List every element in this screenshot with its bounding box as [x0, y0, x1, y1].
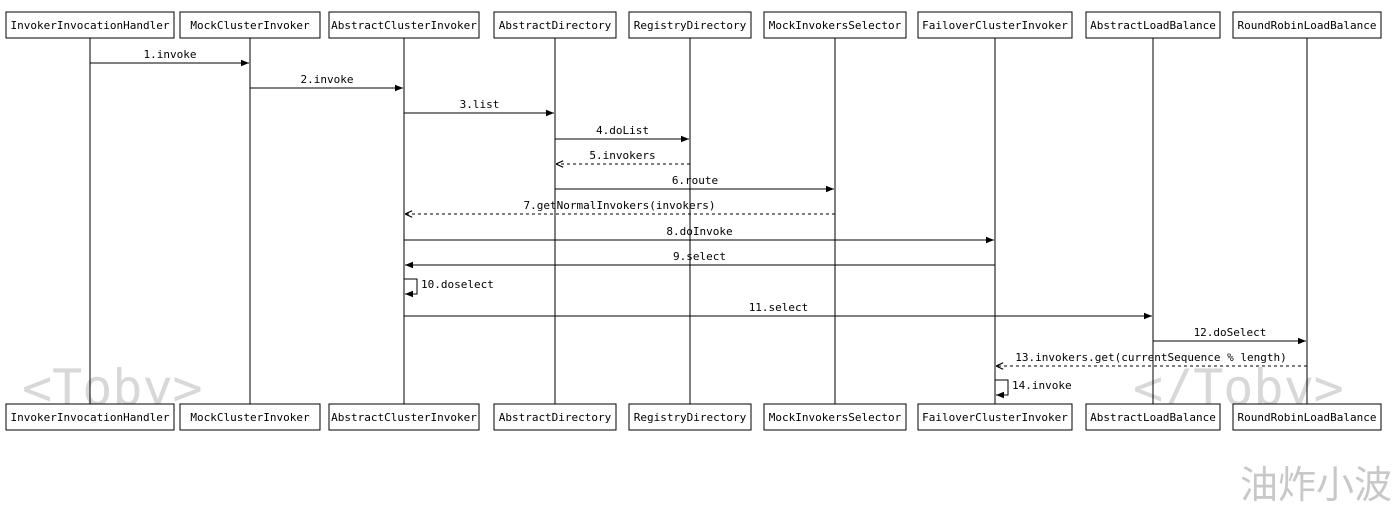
- message-label: 5.invokers: [589, 149, 655, 162]
- lifelines-group: [89, 38, 1308, 404]
- message-label: 12.doSelect: [1194, 326, 1267, 339]
- message-8: 8.doInvoke: [404, 225, 994, 244]
- participant-mock-cluster-invoker-top: MockClusterInvoker: [179, 11, 321, 39]
- participant-row-bottom: InvokerInvocationHandler MockClusterInvok…: [5, 403, 1382, 431]
- participant-round-robin-load-balance-top: RoundRobinLoadBalance: [1232, 11, 1382, 39]
- participant-box: [493, 11, 617, 39]
- participant-abstract-directory-bottom: AbstractDirectory: [493, 403, 617, 431]
- participant-label: RoundRobinLoadBalance: [1237, 411, 1376, 424]
- message-label: 10.doselect: [421, 278, 494, 291]
- participant-abstract-directory-top: AbstractDirectory: [493, 11, 617, 39]
- participant-label: InvokerInvocationHandler: [11, 411, 170, 424]
- participant-abstract-load-balance-top: AbstractLoadBalance: [1085, 11, 1221, 39]
- message-1: 1.invoke: [90, 48, 249, 67]
- participant-box: [763, 11, 907, 39]
- participant-box: [917, 403, 1073, 431]
- signature-watermark: 油炸小波: [1240, 463, 1392, 505]
- participant-box: [328, 403, 480, 431]
- message-label: 1.invoke: [144, 48, 197, 61]
- participant-label: AbstractClusterInvoker: [331, 411, 477, 424]
- participant-abstract-cluster-invoker-top: AbstractClusterInvoker: [328, 11, 480, 39]
- message-10: 10.doselect: [404, 278, 494, 298]
- participant-label: AbstractLoadBalance: [1090, 411, 1216, 424]
- participant-invoker-invocation-handler-bottom: InvokerInvocationHandler: [5, 403, 175, 431]
- participant-registry-directory-bottom: RegistryDirectory: [628, 403, 752, 431]
- participant-mock-invokers-selector-top: MockInvokersSelector: [763, 11, 907, 39]
- participant-failover-cluster-invoker-top: FailoverClusterInvoker: [917, 11, 1073, 39]
- participant-box: [493, 403, 617, 431]
- message-label: 8.doInvoke: [666, 225, 732, 238]
- message-2: 2.invoke: [250, 73, 403, 92]
- participant-mock-cluster-invoker-bottom: MockClusterInvoker: [179, 403, 321, 431]
- participant-label: AbstractDirectory: [499, 411, 612, 424]
- participant-abstract-load-balance-bottom: AbstractLoadBalance: [1085, 403, 1221, 431]
- message-14: 14.invoke: [995, 379, 1072, 399]
- message-label: 3.list: [460, 98, 500, 111]
- participant-label: MockInvokersSelector: [769, 19, 902, 32]
- message-label: 6.route: [672, 174, 718, 187]
- participant-box: [5, 11, 175, 39]
- message-label: 11.select: [749, 301, 809, 314]
- participant-box: [179, 11, 321, 39]
- participant-label: AbstractDirectory: [499, 19, 612, 32]
- message-6: 6.route: [555, 174, 834, 193]
- participant-invoker-invocation-handler-top: InvokerInvocationHandler: [5, 11, 175, 39]
- participant-label: MockInvokersSelector: [769, 411, 902, 424]
- participant-label: InvokerInvocationHandler: [11, 19, 170, 32]
- participant-label: FailoverClusterInvoker: [922, 19, 1068, 32]
- participant-box: [917, 11, 1073, 39]
- participant-abstract-cluster-invoker-bottom: AbstractClusterInvoker: [328, 403, 480, 431]
- participant-label: MockClusterInvoker: [190, 411, 310, 424]
- participant-box: [763, 403, 907, 431]
- participant-label: FailoverClusterInvoker: [922, 411, 1068, 424]
- message-label: 14.invoke: [1012, 379, 1072, 392]
- message-4: 4.doList: [555, 124, 689, 143]
- self-call-arrow: [404, 278, 418, 298]
- participant-registry-directory-top: RegistryDirectory: [628, 11, 752, 39]
- message-label: 13.invokers.get(currentSequence % length…: [1015, 351, 1287, 364]
- self-call-arrow: [995, 379, 1009, 399]
- message-12: 12.doSelect: [1153, 326, 1306, 345]
- participant-box: [1085, 403, 1221, 431]
- message-3: 3.list: [404, 98, 554, 117]
- participant-box: [1085, 11, 1221, 39]
- participant-failover-cluster-invoker-bottom: FailoverClusterInvoker: [917, 403, 1073, 431]
- participant-round-robin-load-balance-bottom: RoundRobinLoadBalance: [1232, 403, 1382, 431]
- participant-label: AbstractClusterInvoker: [331, 19, 477, 32]
- participant-box: [179, 403, 321, 431]
- message-5: 5.invokers: [556, 149, 690, 164]
- participant-label: AbstractLoadBalance: [1090, 19, 1216, 32]
- messages-group: 1.invoke 2.invoke 3.list 4.doList 5.invokers…: [90, 48, 1307, 399]
- participant-mock-invokers-selector-bottom: MockInvokersSelector: [763, 403, 907, 431]
- participant-row-top: InvokerInvocationHandler MockClusterInvok…: [5, 11, 1382, 39]
- participant-box: [1232, 11, 1382, 39]
- participant-box: [328, 11, 480, 39]
- message-label: 2.invoke: [301, 73, 354, 86]
- message-11: 11.select: [404, 301, 1152, 320]
- participant-label: RegistryDirectory: [634, 411, 747, 424]
- message-7: 7.getNormalInvokers(invokers): [405, 199, 835, 214]
- participant-box: [628, 403, 752, 431]
- participant-box: [1232, 403, 1382, 431]
- participant-box: [628, 11, 752, 39]
- participant-label: MockClusterInvoker: [190, 19, 310, 32]
- participant-box: [5, 403, 175, 431]
- message-label: 4.doList: [596, 124, 649, 137]
- message-13: 13.invokers.get(currentSequence % length…: [996, 351, 1307, 366]
- participant-label: RegistryDirectory: [634, 19, 747, 32]
- message-label: 7.getNormalInvokers(invokers): [523, 199, 715, 212]
- participant-label: RoundRobinLoadBalance: [1237, 19, 1376, 32]
- message-label: 9.select: [673, 250, 726, 263]
- message-9: 9.select: [405, 250, 995, 269]
